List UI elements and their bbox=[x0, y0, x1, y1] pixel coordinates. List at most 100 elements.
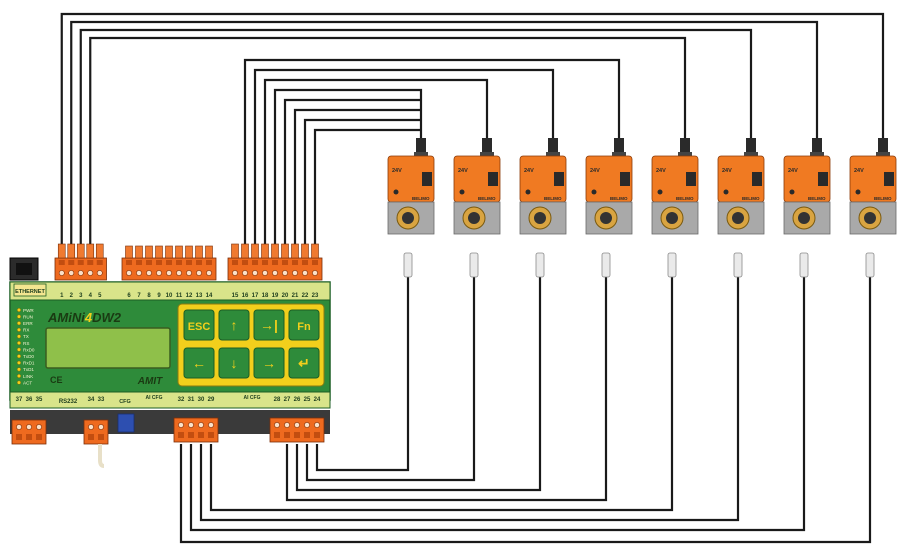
terminal-number: 37 bbox=[16, 397, 23, 403]
status-led-indicator bbox=[17, 314, 22, 319]
wire bbox=[293, 108, 421, 246]
terminal-screw[interactable] bbox=[77, 270, 84, 276]
keypad-key[interactable]: ↑ bbox=[218, 309, 250, 341]
lcd-display bbox=[45, 327, 171, 369]
terminal-screw[interactable] bbox=[96, 270, 103, 276]
terminal-screw[interactable] bbox=[304, 422, 310, 428]
keypad-key[interactable]: Fn bbox=[288, 309, 320, 341]
status-led-indicator bbox=[17, 321, 22, 326]
terminal-screw[interactable] bbox=[282, 270, 288, 276]
terminal-slot bbox=[262, 260, 268, 265]
actuator-row: 24VBELIMO24VBELIMO24VBELIMO24VBELIMO24VB… bbox=[387, 138, 897, 235]
terminal-screw[interactable] bbox=[178, 422, 184, 428]
terminal-screw[interactable] bbox=[272, 270, 278, 276]
actuator-shaft bbox=[402, 212, 414, 224]
terminal-number: 28 bbox=[274, 397, 281, 403]
terminal-screw[interactable] bbox=[166, 270, 172, 276]
actuator-shaft bbox=[468, 212, 480, 224]
keypad-key-face[interactable] bbox=[253, 347, 285, 379]
terminal-number: 29 bbox=[208, 397, 215, 403]
terminal-screw[interactable] bbox=[136, 270, 142, 276]
terminal-number: 1 bbox=[60, 293, 64, 299]
terminal-screw[interactable] bbox=[294, 422, 300, 428]
actuator-voltage: 24V bbox=[722, 168, 732, 174]
actuator-button bbox=[459, 189, 465, 195]
terminal-screw[interactable] bbox=[87, 270, 94, 276]
terminal-screw[interactable] bbox=[126, 270, 132, 276]
terminal-screw[interactable] bbox=[206, 270, 212, 276]
terminal-screw[interactable] bbox=[58, 270, 65, 276]
terminal-screw[interactable] bbox=[98, 424, 104, 430]
terminal-slot bbox=[26, 434, 32, 440]
temperature-sensor-8 bbox=[865, 252, 875, 278]
ai-cfg-label-right: AI CFG bbox=[244, 395, 261, 401]
keypad: ESC ↑→|Fn ←↓ → ↵ bbox=[183, 309, 320, 379]
keypad-key[interactable]: ← bbox=[183, 347, 215, 379]
terminal-number: 25 bbox=[304, 397, 311, 403]
actuator-lever bbox=[488, 172, 498, 186]
terminal-screw[interactable] bbox=[186, 270, 192, 276]
keypad-key-label: ESC bbox=[188, 321, 211, 333]
terminal-screw[interactable] bbox=[274, 422, 280, 428]
terminal-screw[interactable] bbox=[284, 422, 290, 428]
keypad-key-face[interactable] bbox=[253, 309, 285, 341]
terminal-screw[interactable] bbox=[252, 270, 258, 276]
keypad-key-face[interactable] bbox=[183, 347, 215, 379]
terminal-screw[interactable] bbox=[88, 424, 94, 430]
terminal-screw[interactable] bbox=[314, 422, 320, 428]
led-label: RUN bbox=[23, 314, 33, 319]
terminal-screw[interactable] bbox=[242, 270, 248, 276]
terminal-screw[interactable] bbox=[176, 270, 182, 276]
terminal-screw[interactable] bbox=[36, 424, 42, 430]
keypad-key[interactable]: ↓ bbox=[218, 347, 250, 379]
terminal-screw[interactable] bbox=[262, 270, 268, 276]
top-terminal-blocks bbox=[54, 243, 323, 281]
actuator-lever bbox=[884, 172, 894, 186]
terminal-slot bbox=[188, 432, 194, 438]
keypad-key-label: → bbox=[262, 355, 276, 371]
terminal-screw[interactable] bbox=[208, 422, 214, 428]
keypad-key[interactable]: ↵ bbox=[288, 347, 320, 379]
keypad-key-face[interactable] bbox=[218, 309, 250, 341]
led-label: ACT bbox=[23, 380, 32, 385]
bottom-terminal-block-d-housing bbox=[269, 417, 325, 443]
ce-mark: CE bbox=[50, 375, 63, 385]
terminal-screw[interactable] bbox=[68, 270, 75, 276]
keypad-key[interactable]: ESC bbox=[183, 309, 215, 341]
actuator-brand: BELIMO bbox=[478, 196, 496, 201]
led-label: LINK bbox=[23, 374, 34, 379]
keypad-key[interactable]: → bbox=[253, 347, 285, 379]
keypad-key-face[interactable] bbox=[218, 347, 250, 379]
led-label: ERR bbox=[23, 321, 33, 326]
keypad-key-face[interactable] bbox=[183, 309, 215, 341]
actuator-lever bbox=[422, 172, 432, 186]
terminal-screw[interactable] bbox=[146, 270, 152, 276]
terminal-screw[interactable] bbox=[198, 422, 204, 428]
terminal-slot bbox=[77, 260, 84, 265]
terminal-slot bbox=[198, 432, 204, 438]
actuator-shaft bbox=[600, 212, 612, 224]
sensor-probe bbox=[733, 252, 743, 278]
keypad-key[interactable]: →| bbox=[253, 309, 285, 341]
actuator-lever bbox=[686, 172, 696, 186]
terminal-screw[interactable] bbox=[156, 270, 162, 276]
terminal-screw[interactable] bbox=[196, 270, 202, 276]
cfg-dip-switch[interactable] bbox=[117, 413, 135, 433]
keypad-key-face[interactable] bbox=[288, 309, 320, 341]
keypad-key-face[interactable] bbox=[288, 347, 320, 379]
terminal-screw[interactable] bbox=[26, 424, 32, 430]
sensor-probe bbox=[535, 252, 545, 278]
terminal-screw[interactable] bbox=[188, 422, 194, 428]
terminal-screw[interactable] bbox=[302, 270, 308, 276]
actuator-brand: BELIMO bbox=[874, 196, 892, 201]
terminal-clamp bbox=[145, 245, 153, 259]
bottom-terminal-block-b-housing bbox=[83, 419, 109, 445]
terminal-screw[interactable] bbox=[232, 270, 238, 276]
terminal-screw[interactable] bbox=[292, 270, 298, 276]
terminal-screw[interactable] bbox=[312, 270, 318, 276]
terminal-screw[interactable] bbox=[16, 424, 22, 430]
terminal-number: 6 bbox=[127, 293, 131, 299]
